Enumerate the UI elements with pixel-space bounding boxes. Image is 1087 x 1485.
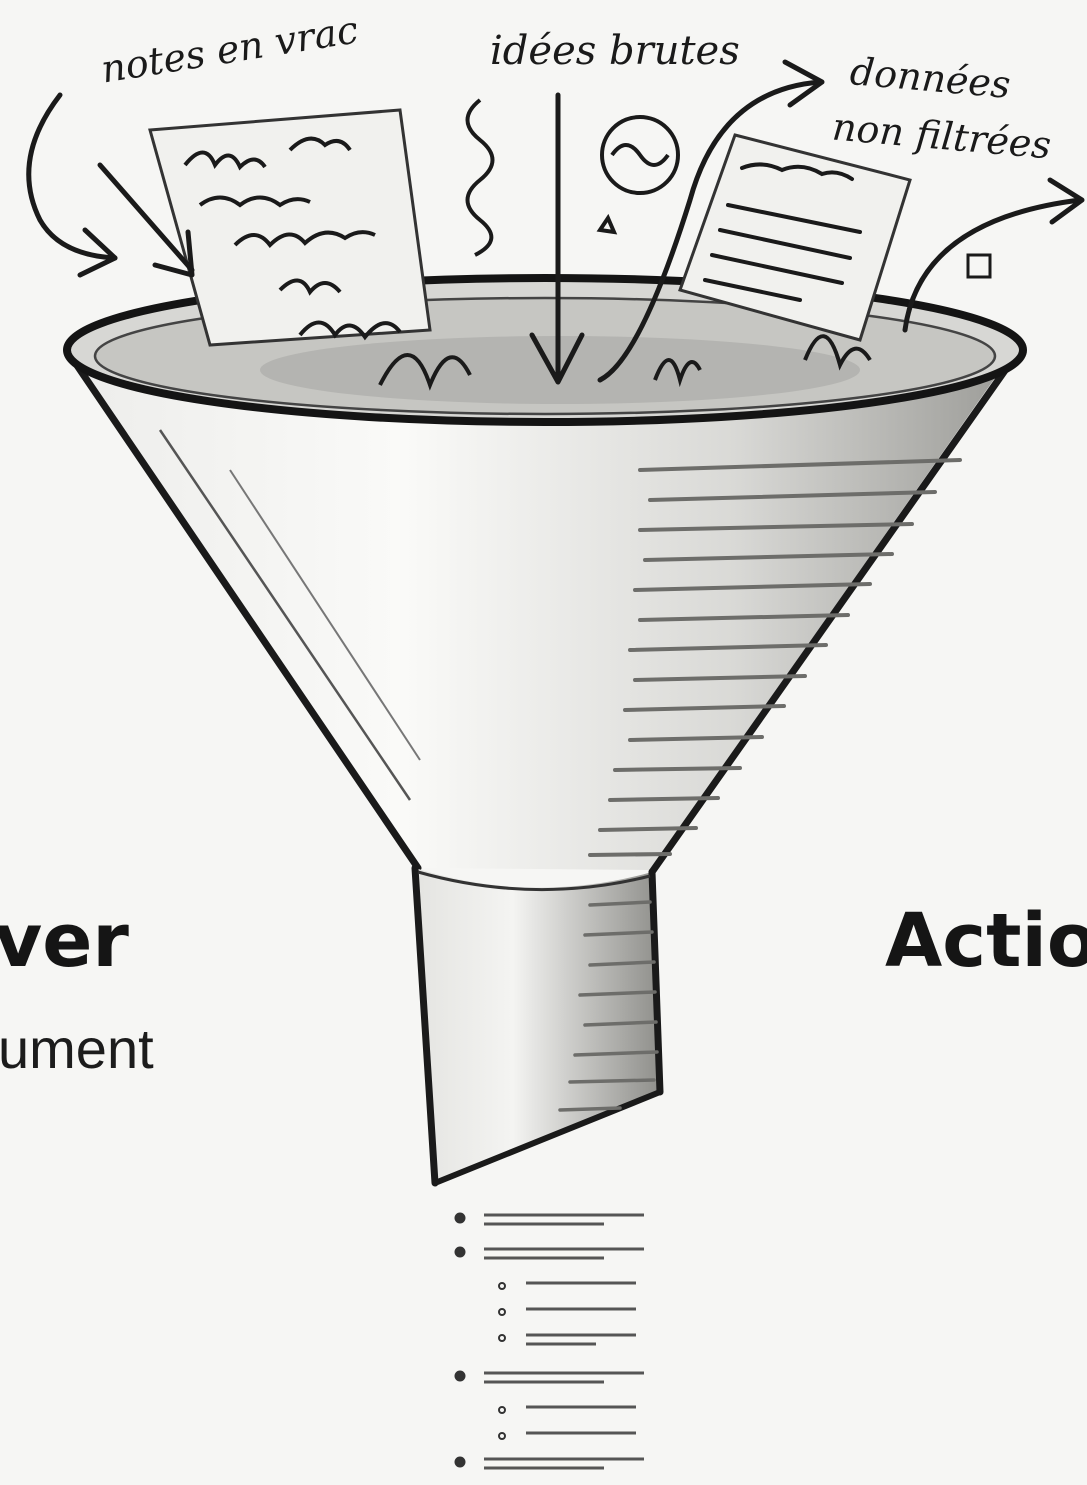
output-list-bullet	[498, 1334, 506, 1342]
input-arrows	[26, 59, 1085, 385]
output-list-bullet	[454, 1456, 466, 1468]
output-list-bullet	[498, 1282, 506, 1290]
left-heading-fragment: ver	[0, 898, 129, 984]
data-document-sketch	[653, 133, 992, 388]
raw-ideas-sketch	[465, 98, 680, 257]
output-list-bullet	[454, 1212, 466, 1224]
arrow-notes-down	[97, 162, 195, 273]
paper-notes-sketch	[148, 108, 472, 391]
output-list-bullet	[454, 1370, 466, 1382]
output-list	[454, 1212, 644, 1470]
funnel-spout	[415, 868, 660, 1183]
funnel-left-edge	[68, 354, 422, 872]
arrow-filtered-out	[902, 197, 1083, 333]
funnel-hatching	[588, 458, 962, 857]
output-list-bullet	[454, 1246, 466, 1258]
output-list-bullet	[498, 1406, 506, 1414]
arrow-notes-left	[26, 92, 118, 261]
output-list-bullet	[498, 1432, 506, 1440]
arrow-data	[597, 79, 823, 383]
label-idees-brutes: idées brutes	[490, 28, 740, 74]
funnel-right-edge	[648, 348, 1022, 876]
left-body-text-fragment: ument	[0, 1017, 154, 1080]
right-heading-fragment: Actio	[885, 898, 1087, 984]
output-list-bullet	[498, 1308, 506, 1316]
